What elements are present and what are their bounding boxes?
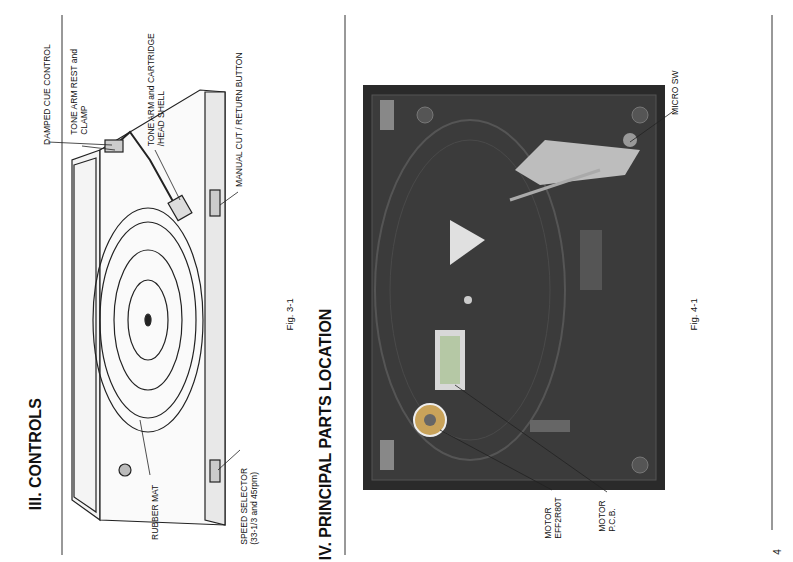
part-label: RUBBER MAT bbox=[151, 470, 161, 540]
figure-caption: Fig. 3-1 bbox=[285, 270, 296, 330]
part-label: TONE ARM and CARTRIDGE /HEAD SHELL bbox=[146, 22, 166, 147]
rule-line bbox=[772, 15, 773, 530]
chassis-photo bbox=[363, 85, 665, 490]
part-label: DAMPED CUE CONTROL bbox=[43, 15, 53, 145]
part-label: SPEED SELECTOR (33-1/3 and 45rpm) bbox=[240, 455, 260, 545]
section-heading: IV. PRINCIPAL PARTS LOCATION bbox=[317, 280, 335, 560]
part-label: MOTOR EFF2R80T bbox=[544, 491, 564, 539]
part-label: MANUAL CUT / RETURN BUTTON bbox=[235, 37, 245, 187]
part-label: MICRO SW bbox=[671, 55, 681, 115]
leader-lines bbox=[440, 110, 675, 492]
section-heading: III. CONTROLS bbox=[27, 310, 45, 510]
figure-caption: Fig. 4-1 bbox=[689, 270, 700, 330]
page-number: 4 bbox=[772, 535, 784, 555]
rule-line bbox=[345, 15, 346, 555]
rule-line bbox=[62, 15, 63, 555]
part-label: TONE ARM REST and CLAMP bbox=[70, 25, 90, 135]
part-label: MOTOR P.C.B. bbox=[598, 492, 618, 532]
turntable-drawing bbox=[72, 90, 225, 525]
leader-lines bbox=[48, 142, 240, 475]
